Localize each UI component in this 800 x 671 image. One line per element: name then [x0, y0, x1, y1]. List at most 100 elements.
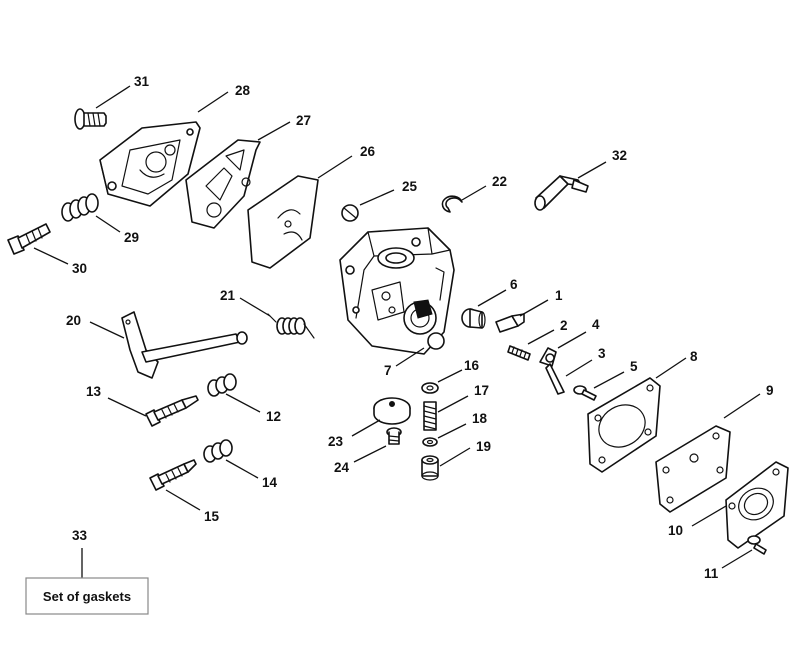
leader-12 [225, 393, 261, 413]
leader-6 [477, 289, 507, 307]
part-24-screw [386, 427, 402, 445]
callout-21: 21 [220, 288, 236, 303]
callout-12: 12 [266, 409, 281, 424]
leader-16 [437, 369, 463, 383]
part-14-spring [203, 439, 233, 463]
part-7-plug [427, 332, 445, 350]
part-12-spring [207, 373, 237, 397]
leader-9 [723, 393, 761, 419]
callout-5: 5 [630, 359, 638, 374]
callout-24: 24 [334, 460, 350, 475]
leader-32 [577, 161, 607, 179]
leader-2 [527, 329, 555, 345]
leader-17 [437, 395, 469, 413]
callout-26: 26 [360, 144, 376, 159]
callout-10: 10 [668, 523, 683, 538]
leader-26 [317, 155, 353, 179]
part-2-spring [507, 345, 531, 361]
part-31-screw [74, 108, 107, 130]
part-30-adjustment-screw [7, 223, 51, 255]
part-17-spring [423, 401, 437, 431]
callout-17: 17 [474, 383, 489, 398]
callout-29: 29 [124, 230, 139, 245]
leader-24 [353, 445, 387, 463]
part-27-gasket [185, 139, 261, 229]
part-1-inlet-needle [495, 313, 525, 333]
part-11-screw [747, 535, 767, 555]
callout-23: 23 [328, 434, 344, 449]
callout-13: 13 [86, 384, 102, 399]
callout-4: 4 [592, 317, 600, 332]
part-29-spring [61, 193, 99, 222]
part-15-mixture-screw [149, 459, 197, 491]
callout-20: 20 [66, 313, 81, 328]
part-16-washer [421, 382, 439, 394]
part-20-throttle-shaft [121, 311, 248, 379]
part-26-diaphragm [247, 175, 319, 269]
gasket-set-box [25, 577, 149, 615]
part-6-valve-seat [461, 308, 486, 329]
leader-7 [395, 347, 425, 367]
leader-13 [107, 397, 147, 417]
leader-4 [557, 331, 587, 349]
part-9-diaphragm [655, 425, 731, 513]
leader-15 [165, 489, 201, 511]
leader-31 [95, 85, 131, 109]
part-32-fuel-nipple [534, 175, 589, 211]
leader-23 [351, 419, 381, 437]
callout-31: 31 [134, 74, 150, 89]
leader-29 [95, 215, 121, 233]
leader-25 [359, 189, 395, 206]
leader-22 [461, 185, 487, 201]
callout-22: 22 [492, 174, 507, 189]
part-10-cover [725, 461, 789, 549]
callout-9: 9 [766, 383, 774, 398]
part-22-clip [441, 195, 463, 213]
callout-11: 11 [704, 566, 719, 581]
callout-1: 1 [555, 288, 563, 303]
leader-5 [593, 371, 625, 389]
part-21-torsion-spring [267, 313, 315, 339]
callout-28: 28 [235, 83, 251, 98]
callout-27: 27 [296, 113, 311, 128]
callout-30: 30 [72, 261, 87, 276]
leader-11 [721, 549, 753, 569]
callout-15: 15 [204, 509, 220, 524]
leader-18 [437, 423, 467, 439]
callout-19: 19 [476, 439, 491, 454]
leader-3 [565, 359, 593, 377]
callout-8: 8 [690, 349, 698, 364]
callout-7: 7 [384, 363, 392, 378]
part-4-control-lever [539, 347, 565, 395]
part-28-cover [99, 121, 201, 207]
leader-8 [655, 357, 687, 379]
callout-14: 14 [262, 475, 278, 490]
leader-20 [89, 321, 125, 339]
leader-1 [519, 299, 549, 317]
part-23-metering-disc [373, 397, 411, 425]
part-5-screw [573, 385, 597, 401]
callout-33: 33 [72, 528, 88, 543]
leader-28 [197, 91, 229, 113]
callout-6: 6 [510, 277, 518, 292]
leader-14 [225, 459, 259, 479]
part-19-valve-body [421, 455, 439, 481]
part-8-gasket [587, 377, 661, 473]
leader-30 [33, 247, 69, 265]
callout-18: 18 [472, 411, 488, 426]
gasket-set-label: Set of gaskets [43, 589, 131, 604]
leader-10 [691, 505, 727, 527]
callout-25: 25 [402, 179, 418, 194]
part-18-washer [422, 437, 438, 447]
callout-2: 2 [560, 318, 568, 333]
leader-21 [239, 297, 271, 317]
leader-19 [439, 447, 471, 467]
callout-16: 16 [464, 358, 480, 373]
carburetor-body [339, 227, 455, 355]
callout-3: 3 [598, 346, 606, 361]
leader-27 [257, 121, 291, 141]
part-13-idle-screw [145, 395, 199, 427]
part-25-plug [341, 204, 359, 222]
callout-32: 32 [612, 148, 627, 163]
